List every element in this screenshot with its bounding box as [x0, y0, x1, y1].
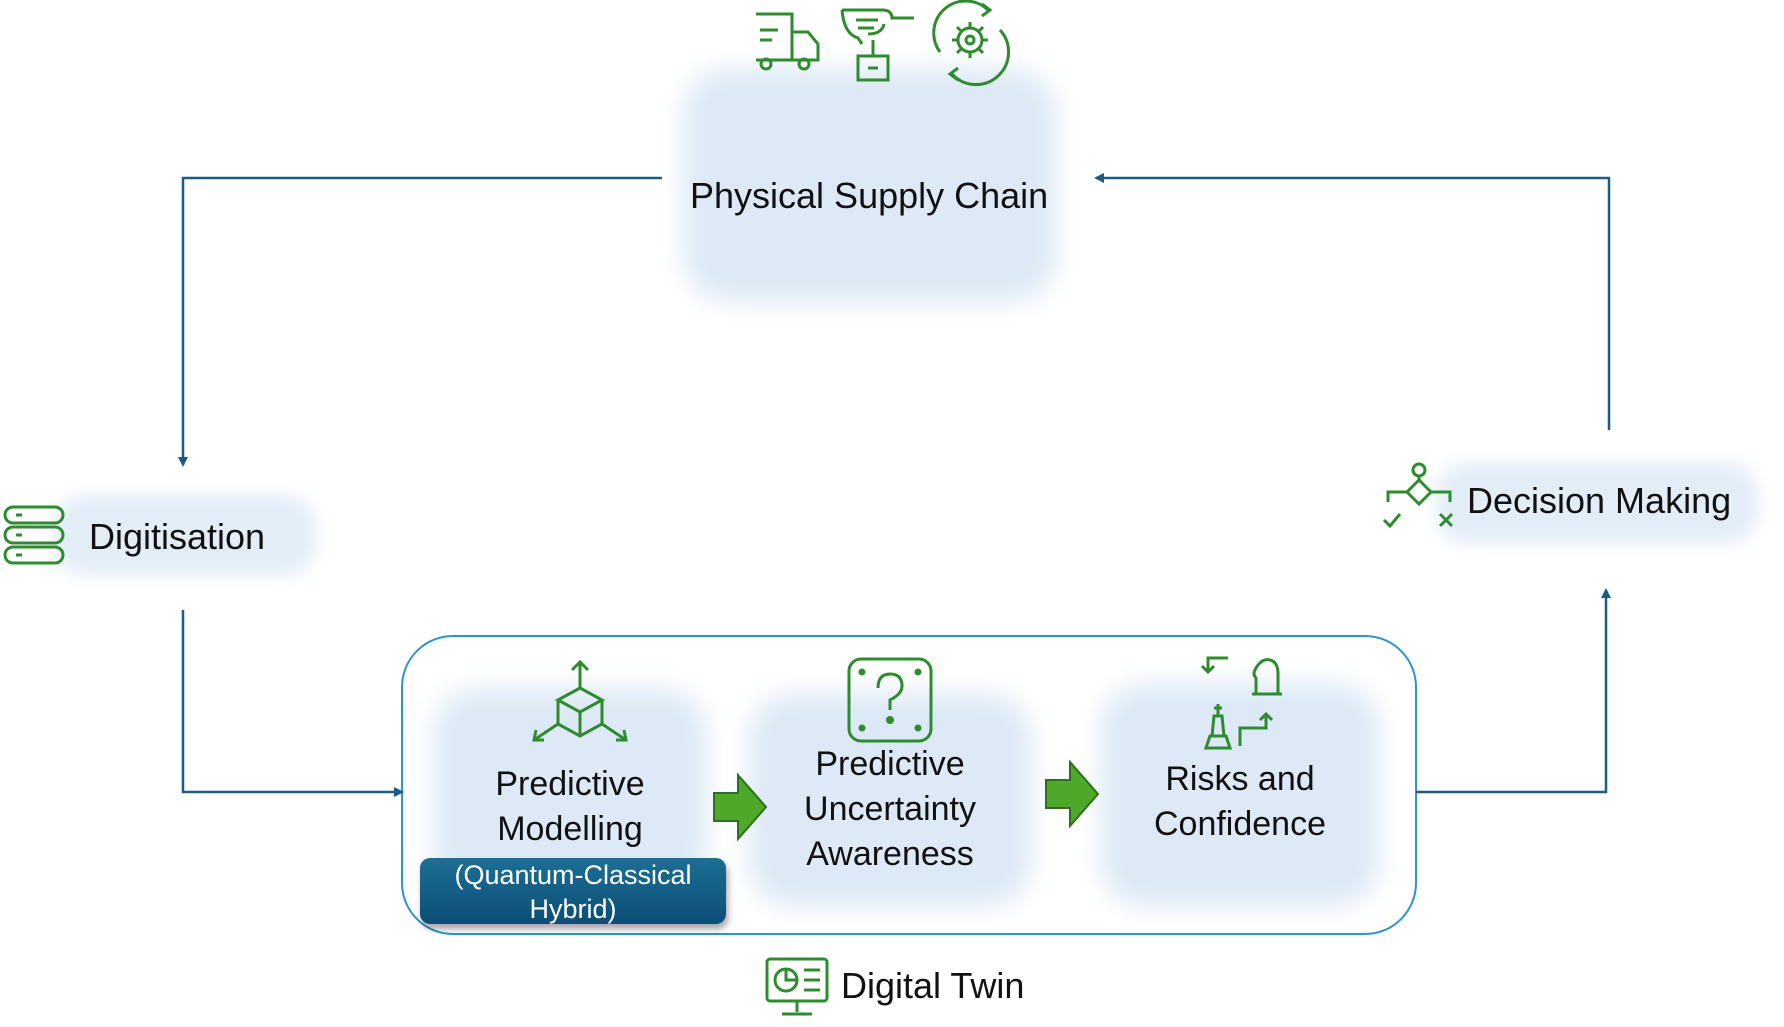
- connector-twin-to-decision: [1416, 588, 1611, 794]
- risks-line-1: Risks and: [1165, 760, 1315, 798]
- uncertainty-line-1: Predictive: [815, 745, 965, 783]
- cube-arrows-icon: [532, 659, 628, 742]
- predictive-modelling-label: Predictive Modelling: [460, 762, 680, 852]
- digital-twin-container: [401, 635, 1417, 935]
- connector-digitisation-to-twin: [181, 610, 404, 797]
- risks-label: Risks and Confidence: [1122, 757, 1358, 847]
- database-icon: [3, 505, 65, 565]
- flow-arrow-2: [1045, 759, 1100, 829]
- uncertainty-glow: [770, 715, 1010, 885]
- gear-cycle-icon: [932, 0, 1011, 87]
- chess-strategy-icon: [1200, 656, 1282, 750]
- monitor-chart-icon: [765, 957, 829, 1016]
- connector-supply-to-digitisation: [178, 176, 662, 467]
- modelling-glow: [455, 710, 685, 870]
- decision-glow: [1452, 478, 1742, 528]
- hybrid-badge-line-1: (Quantum-Classical: [454, 860, 692, 890]
- uncertainty-label: Predictive Uncertainty Awareness: [770, 742, 1010, 877]
- risks-line-2: Confidence: [1153, 805, 1326, 843]
- uncertainty-line-3: Awareness: [806, 835, 974, 873]
- digital-twin-label: Digital Twin: [841, 965, 1025, 1006]
- hybrid-badge-line-2: Hybrid): [529, 894, 617, 924]
- quantum-classical-hybrid-badge: (Quantum-Classical Hybrid): [420, 858, 726, 924]
- predictive-modelling-line-1: Predictive: [495, 765, 645, 803]
- hand-with-box-icon: [840, 8, 914, 82]
- question-box-icon: [847, 657, 933, 743]
- decision-making-label: Decision Making: [1467, 480, 1732, 521]
- uncertainty-line-2: Uncertainty: [804, 790, 976, 828]
- flow-arrow-1: [713, 772, 768, 842]
- predictive-modelling-line-2: Modelling: [497, 810, 643, 848]
- decision-flow-icon: [1382, 462, 1454, 529]
- digitisation-label: Digitisation: [89, 516, 266, 557]
- supply-chain-glow: [705, 90, 1035, 280]
- physical-supply-chain-label: Physical Supply Chain: [690, 175, 1049, 216]
- connector-decision-to-supply: [1094, 173, 1611, 430]
- digitisation-glow: [70, 510, 300, 560]
- delivery-truck-icon: [756, 12, 820, 71]
